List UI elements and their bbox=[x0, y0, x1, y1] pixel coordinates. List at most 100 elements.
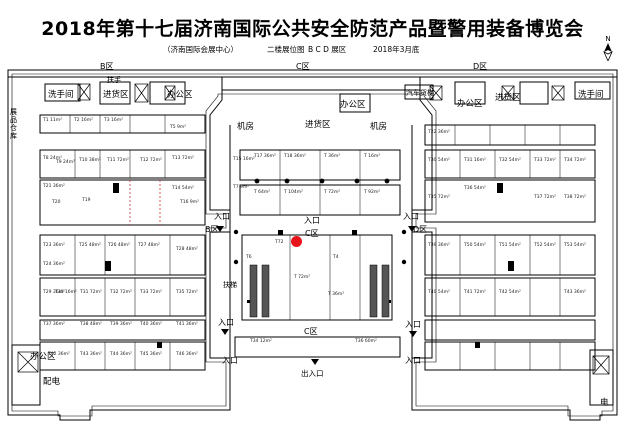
entrance-b-top[interactable]: 入口 bbox=[222, 356, 238, 365]
booth-t39[interactable]: T39 36m² bbox=[110, 322, 132, 327]
booth-d13[interactable]: T42 54m² bbox=[499, 290, 521, 295]
office-c: 办公区 bbox=[340, 100, 366, 110]
booth-c6[interactable]: T 92m² bbox=[364, 190, 381, 195]
c-bottom-strip bbox=[234, 336, 401, 358]
main-exit[interactable]: 出入口 bbox=[301, 369, 324, 378]
booth-t16[interactable]: T16 9m² bbox=[180, 200, 199, 205]
booth-d14[interactable]: T43 36m² bbox=[564, 290, 586, 295]
booth-t5[interactable]: T5 9m² bbox=[170, 125, 187, 130]
booth-d7[interactable]: T36 54m² bbox=[464, 186, 486, 191]
booth-t51[interactable]: T51 54m² bbox=[499, 243, 521, 248]
booth-t24[interactable]: T24 36m² bbox=[43, 262, 65, 267]
booth-t13[interactable]: T13 72m² bbox=[172, 156, 194, 161]
booth-t1[interactable]: T1 11m² bbox=[43, 118, 62, 123]
booth-t6[interactable]: T6 bbox=[246, 255, 252, 260]
booth-d1[interactable]: T30 54m² bbox=[428, 158, 450, 163]
booth-t52[interactable]: T52 54m² bbox=[534, 243, 556, 248]
booth-t20[interactable]: T20 bbox=[52, 200, 61, 205]
booth-t44[interactable]: T44 36m² bbox=[110, 352, 132, 357]
booth-t11[interactable]: T11 72m² bbox=[107, 158, 129, 163]
booth-d4[interactable]: T33 72m² bbox=[534, 158, 556, 163]
machine-room-left: 机房 bbox=[237, 122, 255, 132]
booth-t28[interactable]: T28 48m² bbox=[176, 247, 198, 252]
booth-c2[interactable]: T 16m² bbox=[364, 154, 381, 159]
booth-d2[interactable]: T31 16m² bbox=[464, 158, 486, 163]
booth-t36[interactable]: T36 60m² bbox=[355, 339, 377, 344]
office-bottom-left: 办公区 bbox=[30, 352, 56, 362]
booth-t10[interactable]: T10 38m² bbox=[79, 158, 101, 163]
entrance-c-left[interactable]: 入口 bbox=[218, 318, 234, 327]
entrance-d-top[interactable]: 入口 bbox=[403, 212, 419, 221]
zone-d-label: D区 bbox=[473, 62, 488, 71]
booth-d3[interactable]: T32 54m² bbox=[499, 158, 521, 163]
compass-arrow-icon bbox=[603, 43, 613, 61]
booth-t19[interactable]: T19 bbox=[82, 198, 91, 203]
booth-t72[interactable]: T72 bbox=[275, 240, 284, 245]
aisle-guides bbox=[129, 180, 161, 225]
cargo-area-c: 进货区 bbox=[305, 120, 331, 130]
booth-t43[interactable]: T43 36m² bbox=[80, 352, 102, 357]
booth-d5[interactable]: T34 72m² bbox=[564, 158, 586, 163]
booth-t25[interactable]: T25 48m² bbox=[79, 243, 101, 248]
booth-t8[interactable]: T8 24m² bbox=[43, 156, 62, 161]
booth-t53[interactable]: T53 54m² bbox=[564, 243, 586, 248]
booth-t23[interactable]: T23 36m² bbox=[43, 243, 65, 248]
booth-t7[interactable]: T7 9m² bbox=[233, 185, 250, 190]
booth-t12[interactable]: T12 72m² bbox=[140, 158, 162, 163]
entrance-c-right[interactable]: 入口 bbox=[405, 320, 421, 329]
booth-t18[interactable]: T18 36m² bbox=[284, 154, 306, 159]
booth-c3[interactable]: T 64m² bbox=[254, 190, 271, 195]
booth-t27[interactable]: T27 48m² bbox=[138, 243, 160, 248]
booth-t45[interactable]: T45 36m² bbox=[140, 352, 162, 357]
booth-t32[interactable]: T32 72m² bbox=[110, 290, 132, 295]
booth-t17[interactable]: T17 36m² bbox=[254, 154, 276, 159]
floor-plan-label: 二楼展位图 bbox=[267, 45, 305, 54]
booth-dividers bbox=[69, 115, 561, 370]
booth-d9[interactable]: T38 72m² bbox=[564, 195, 586, 200]
booth-c1[interactable]: T 36m² bbox=[324, 154, 341, 159]
booth-t37[interactable]: T37 36m² bbox=[43, 322, 65, 327]
d-top-wall bbox=[420, 70, 618, 78]
booth-t21[interactable]: T21 36m² bbox=[43, 184, 65, 189]
booth-t26[interactable]: T26 48m² bbox=[108, 243, 130, 248]
booth-d10[interactable]: T39 36m² bbox=[428, 243, 450, 248]
booth-t2[interactable]: T2 16m² bbox=[74, 118, 93, 123]
booth-c8[interactable]: T 36m² bbox=[328, 292, 345, 297]
entrance-b-left[interactable]: 入口 bbox=[214, 212, 230, 221]
booth-t9[interactable]: T9 24m² bbox=[56, 160, 75, 165]
booth-c5[interactable]: T 72m² bbox=[324, 190, 341, 195]
booth-t41[interactable]: T41 36m² bbox=[176, 322, 198, 327]
booth-d8[interactable]: T37 72m² bbox=[534, 195, 556, 200]
booth-t34[interactable]: T34 12m² bbox=[250, 339, 272, 344]
booth-d6[interactable]: T35 72m² bbox=[428, 195, 450, 200]
booth-t3[interactable]: T3 16m² bbox=[104, 118, 123, 123]
booth-d12[interactable]: T41 72m² bbox=[464, 290, 486, 295]
booth-t29[interactable]: T29 36m² bbox=[43, 290, 65, 295]
entrance-c-top[interactable]: 入口 bbox=[304, 216, 320, 225]
d-bottom-power bbox=[589, 349, 614, 406]
booth-t40[interactable]: T40 36m² bbox=[140, 322, 162, 327]
booth-t46[interactable]: T46 36m² bbox=[176, 352, 198, 357]
booth-t31[interactable]: T31 72m² bbox=[80, 290, 102, 295]
zone-b-label: B区 bbox=[100, 62, 114, 71]
booth-t50[interactable]: T50 54m² bbox=[464, 243, 486, 248]
escalator-hatching bbox=[249, 264, 390, 318]
booth-t15[interactable]: T15 16m² bbox=[233, 157, 255, 162]
booth-t35[interactable]: T35 72m² bbox=[176, 290, 198, 295]
zones-note: B C D 展区 bbox=[308, 45, 347, 54]
booth-c4[interactable]: T 104m² bbox=[284, 190, 303, 195]
booth-t33[interactable]: T33 72m² bbox=[140, 290, 162, 295]
power-room-left: 配电 bbox=[43, 377, 61, 387]
compass-rose: N bbox=[601, 35, 615, 63]
booth-c7[interactable]: T 72m² bbox=[294, 275, 311, 280]
booth-t4[interactable]: T4 bbox=[333, 255, 339, 260]
booth-t14[interactable]: T14 54m² bbox=[172, 186, 194, 191]
booth-d11[interactable]: T40 54m² bbox=[428, 290, 450, 295]
booth-t22[interactable]: T22 36m² bbox=[428, 130, 450, 135]
entrance-d-bottom[interactable]: 入口 bbox=[405, 356, 421, 365]
booth-t38[interactable]: T38 48m² bbox=[80, 322, 102, 327]
booth-t42[interactable]: T42 36m² bbox=[48, 352, 70, 357]
restroom-b: 洗手间 bbox=[48, 90, 74, 100]
booth-t30[interactable]: T30 16m² bbox=[55, 290, 77, 295]
zone-c-inner-label: C区 bbox=[305, 229, 319, 238]
